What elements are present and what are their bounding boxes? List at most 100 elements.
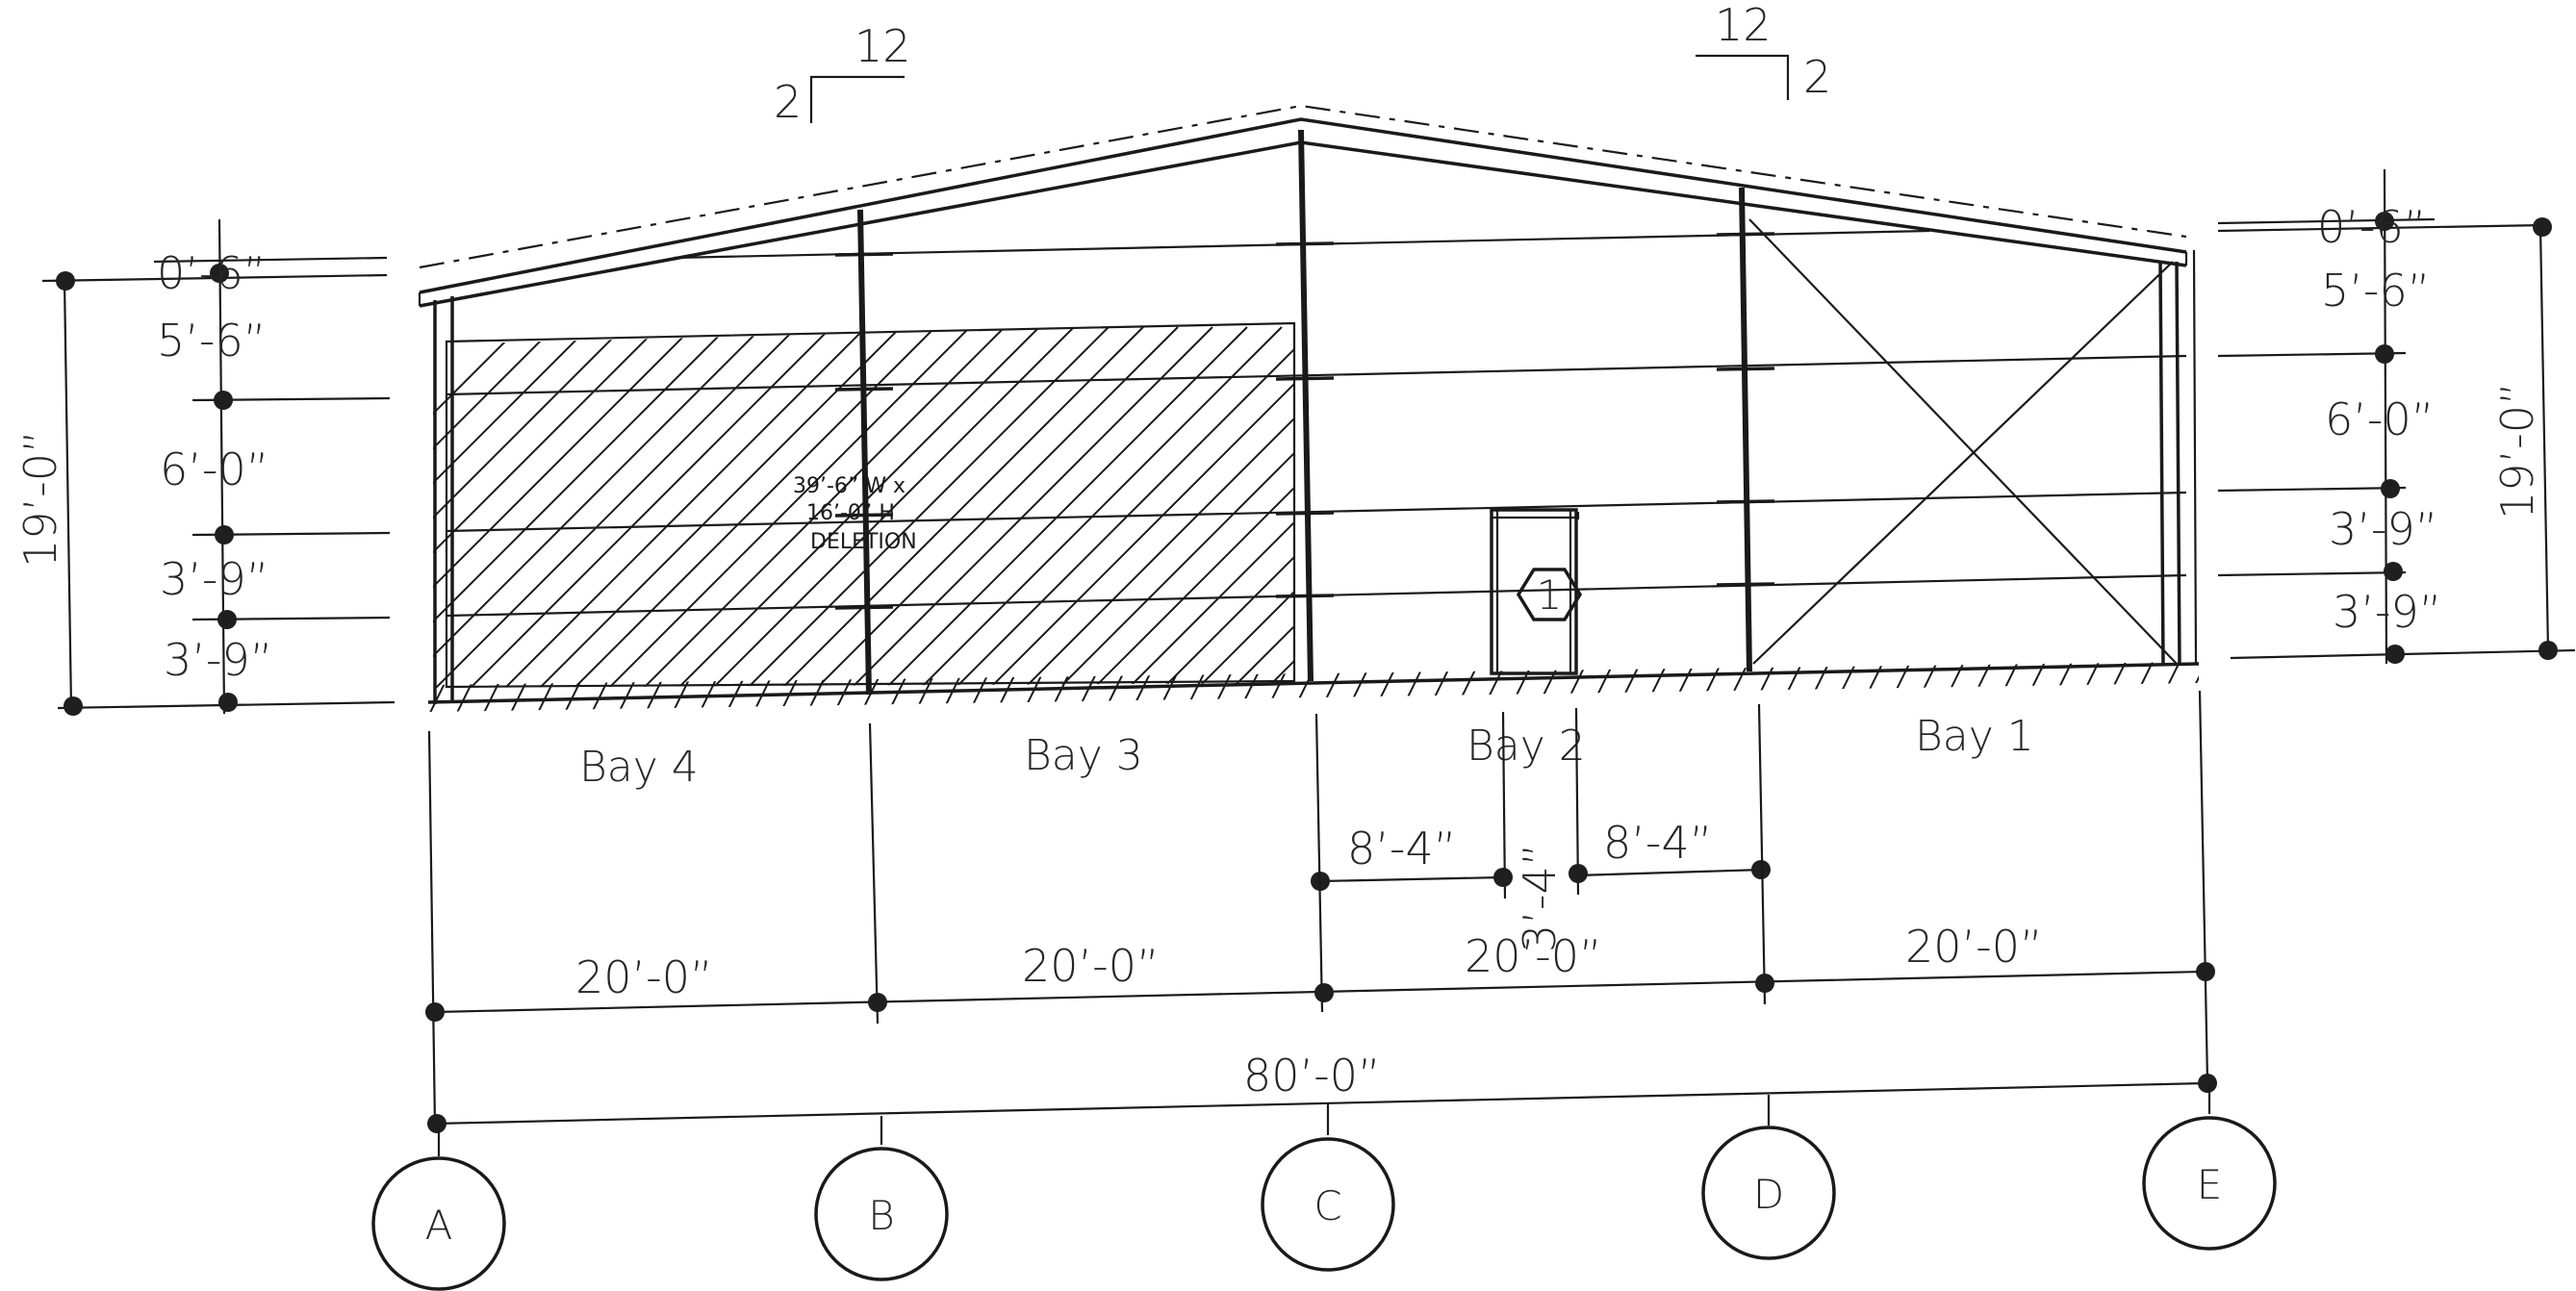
door-tag-hexagon — [1516, 568, 1583, 621]
deletion-hatch-line — [827, 326, 1213, 688]
left-total-dim: 19’-0” — [14, 430, 66, 568]
ground-hatch-line — [2206, 654, 2237, 717]
right-dim-2: 6’-0” — [2325, 393, 2435, 445]
left-dim-4: 3’-9” — [164, 634, 273, 686]
grid-bubble-b — [814, 1147, 949, 1281]
ground-hatch-line — [1505, 662, 1538, 712]
ground-hatch-line — [1667, 662, 1699, 712]
deletion-hatch-line — [433, 326, 659, 688]
deletion-hatch-line — [688, 326, 1075, 688]
ground-hatch-line — [1478, 662, 1511, 712]
ground-hatch-line — [1774, 662, 1807, 712]
right-dim-3: 3’-9” — [2329, 503, 2438, 555]
left-dim-0: 0’-6” — [157, 247, 267, 299]
deletion-hatch-line — [433, 326, 694, 688]
bay-label-4: Bay 4 — [579, 743, 699, 792]
door-right-offset-dim: 8’-4” — [1603, 817, 1713, 869]
ground-hatch-line — [1613, 662, 1645, 712]
ground-hatch-line — [1801, 662, 1834, 712]
ground-hatch-line — [912, 662, 945, 712]
deletion-hatch-line — [1277, 326, 1294, 688]
ground-hatch-line — [1020, 662, 1053, 712]
ground-hatch-line — [966, 662, 999, 712]
left-dim-3: 3’-9” — [160, 553, 269, 605]
deletion-hatch-line — [896, 326, 1283, 688]
ground-hatch-line — [428, 662, 460, 712]
deletion-hatch-line — [1000, 326, 1294, 688]
deletion-hatch-line — [1173, 326, 1294, 688]
ground-hatch-line — [2044, 662, 2077, 712]
frame-columns — [433, 129, 2198, 704]
deletion-hatch-line — [1069, 326, 1294, 688]
deletion-hatch-line — [965, 326, 1294, 688]
grid-label-d: D — [1753, 1171, 1784, 1218]
wall-girts — [446, 229, 2187, 618]
right-total-dim: 19’-0” — [2491, 382, 2543, 519]
deletion-hatch-line — [619, 326, 1006, 688]
deletion-hatch-line — [931, 326, 1294, 688]
ground-hatch-line — [1828, 662, 1861, 712]
deletion-hatch-line — [433, 326, 555, 688]
walk-door: 1 — [1490, 508, 1583, 675]
bay-width-dim-3: 20’-0” — [1022, 940, 1160, 992]
grid-bubble-c — [1261, 1137, 1395, 1272]
grid-bubbles: A B C D E — [371, 1085, 2277, 1291]
deletion-note-line1: 39’-6” W x — [793, 474, 905, 498]
deletion-hatch-line — [1034, 326, 1294, 688]
deletion-hatch-line — [861, 326, 1248, 688]
deletion-hatch-line — [433, 326, 798, 688]
deletion-hatch-line — [549, 326, 936, 688]
deletion-hatch-line — [433, 326, 625, 688]
ground-hatch-line — [1397, 662, 1430, 712]
deletion-hatch-line — [480, 326, 867, 688]
ground-hatch-line — [1909, 662, 1942, 712]
door-width-dim: 3’-4” — [1514, 843, 1566, 952]
ground-hatch-line — [1074, 662, 1107, 712]
left-dim-1: 5’-6” — [157, 315, 267, 367]
door-location-dimensions: 8’-4” 8’-4” 3’-4” — [1311, 707, 1771, 952]
deletion-hatch-line — [1104, 326, 1294, 688]
right-height-dimensions: 0’-6” 5’-6” 6’-0” 3’-9” 3’-9” 19’-0” — [2217, 168, 2576, 665]
ground-hatch-line — [1316, 662, 1349, 712]
grid-bubble-d — [1701, 1126, 1836, 1260]
deletion-note-line2: 16’-0” H — [806, 501, 895, 525]
grid-bubble-a — [371, 1156, 506, 1291]
bay-labels: Bay 4 Bay 3 Bay 2 Bay 1 — [579, 712, 2034, 792]
deletion-hatch-line — [1208, 326, 1294, 688]
girt-clips — [834, 232, 1775, 610]
deletion-note: 39’-6” W x 16’-0” H DELETION — [793, 474, 917, 554]
deletion-hatch-line — [1313, 327, 1697, 712]
x-bracing — [1748, 218, 2178, 665]
ground-hatch-line — [1451, 662, 1484, 712]
bay-width-dim-2: 20’-0” — [1465, 930, 1602, 982]
door-left-offset-dim: 8’-4” — [1347, 823, 1457, 874]
deletion-hatch-line — [653, 326, 1040, 688]
deletion-hatch-line — [1138, 326, 1294, 688]
ground-hatch-line — [2098, 662, 2130, 712]
ground-hatch-line — [831, 662, 864, 712]
slope-indicator-left: 12 2 — [774, 20, 911, 128]
slope-indicator-right: 12 2 — [1696, 0, 1831, 103]
deletion-hatch-line — [433, 326, 590, 688]
grid-label-c: C — [1314, 1182, 1341, 1229]
bay-label-1: Bay 1 — [1915, 712, 2034, 761]
ground-hatch-line — [1343, 662, 1376, 712]
slope-right-run: 12 — [1715, 0, 1772, 51]
slope-right-rise: 2 — [1803, 51, 1831, 103]
deletion-note-line3: DELETION — [810, 530, 917, 554]
ground-hatch-line — [2017, 662, 2050, 712]
overall-width-dim: 80’-0” — [1243, 1050, 1381, 1101]
wall-deletion-area — [433, 321, 1697, 712]
grid-label-e: E — [2197, 1161, 2223, 1208]
grid-label-b: B — [868, 1192, 895, 1239]
bay-width-dimensions: 20’-0” 20’-0” 20’-0” 20’-0” — [425, 690, 2215, 1126]
deletion-hatch-line — [433, 326, 521, 688]
ground-hatch-line — [1855, 662, 1888, 712]
right-dim-4: 3’-9” — [2333, 586, 2442, 638]
bay-label-2: Bay 2 — [1467, 721, 1586, 771]
left-dim-2: 6’-0” — [160, 443, 269, 495]
deletion-hatch-line — [446, 326, 832, 688]
ground-hatch-line — [993, 662, 1026, 712]
